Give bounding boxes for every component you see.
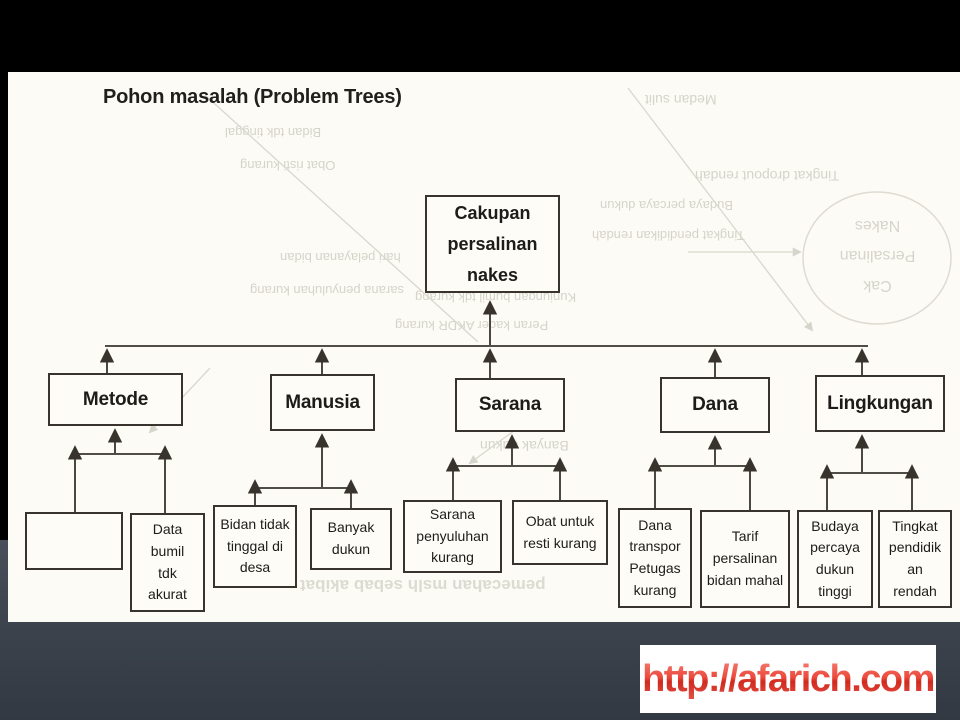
branch-node-dana: Dana: [660, 377, 770, 433]
leaf-node-tingkat-pendidikan: Tingkat pendidik an rendah: [878, 510, 952, 608]
leaf-node-dana-transpor: Dana transpor Petugas kurang: [618, 508, 692, 608]
branch-node-sarana: Sarana: [455, 378, 565, 432]
leaf-node-sarana-penyuluhan: Sarana penyuluhan kurang: [403, 500, 502, 573]
ghost-circle: [802, 191, 952, 325]
leaf-node-obat-resti: Obat untuk resti kurang: [512, 500, 608, 565]
watermark-badge: http://afarich.com: [640, 645, 936, 713]
watermark-url: http://afarich.com: [642, 657, 935, 700]
left-letterbox: [0, 72, 8, 540]
leaf-node-budaya-percaya: Budaya percaya dukun tinggi: [797, 510, 873, 608]
tree-arrows: [67, 300, 920, 513]
top-letterbox: [0, 0, 960, 72]
leaf-node-banyak-dukun: Banyak dukun: [310, 508, 392, 570]
leaf-node-empty: [25, 512, 123, 570]
leaf-node-data-bumil: Data bumil tdk akurat: [130, 513, 205, 612]
branch-node-lingkungan: Lingkungan: [815, 375, 945, 432]
leaf-node-bidan-tidak: Bidan tidak tinggal di desa: [213, 505, 297, 588]
slide-title: Pohon masalah (Problem Trees): [103, 86, 402, 108]
root-node-cakupan-persalinan-nakes: Cakupan persalinan nakes: [425, 195, 560, 293]
branch-node-manusia: Manusia: [270, 374, 375, 431]
branch-node-metode: Metode: [48, 373, 183, 426]
leaf-node-tarif-persalinan: Tarif persalinan bidan mahal: [700, 510, 790, 608]
